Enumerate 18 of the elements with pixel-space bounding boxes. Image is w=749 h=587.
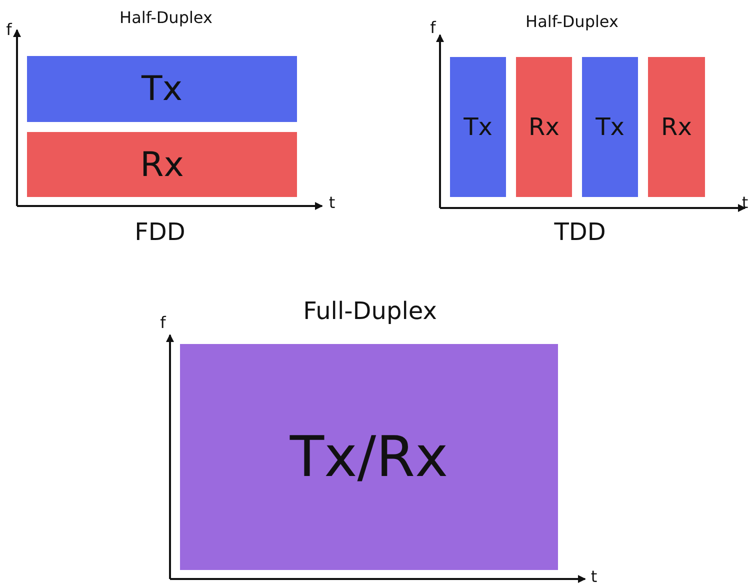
axis-label: f (160, 315, 166, 331)
axis-label: t (590, 569, 598, 585)
plot-title: Half-Duplex (526, 14, 618, 30)
signal-block: Rx (648, 57, 705, 197)
axis-label: t (742, 195, 748, 211)
signal-block: Tx (450, 57, 506, 197)
axis-label: f (6, 22, 12, 38)
signal-block: Rx (27, 132, 297, 197)
signal-block: Tx (27, 56, 297, 122)
axis-label: t (328, 195, 336, 211)
plot-label: TDD (554, 220, 606, 244)
signal-block: Tx/Rx (180, 344, 558, 570)
signal-block: Rx (516, 57, 572, 197)
signal-block: Tx (582, 57, 638, 197)
axis-label: f (430, 20, 436, 36)
plot-label: FDD (134, 220, 186, 244)
plot-title: Full-Duplex (303, 299, 437, 323)
plot-title: Half-Duplex (120, 10, 212, 26)
